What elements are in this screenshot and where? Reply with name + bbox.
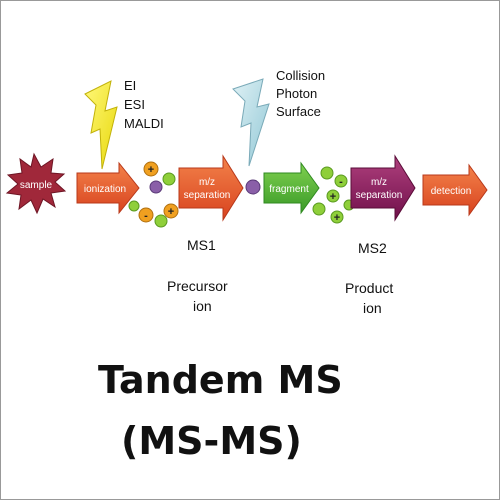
precursor-ion	[245, 179, 261, 195]
sample-label: sample	[20, 180, 53, 191]
fragmentation-lightning-icon	[232, 78, 270, 167]
precursor-caption-line2: ion	[193, 298, 212, 314]
ms2-arrow-label-line1: m/z	[371, 177, 387, 188]
ionization-method-esi: ESI	[124, 97, 145, 112]
ms1-caption: MS1	[187, 237, 216, 253]
product-caption-line2: ion	[363, 300, 382, 316]
ms1-arrow-label-line2: separation	[184, 190, 231, 201]
ms1-arrow-label-line1: m/z	[199, 177, 215, 188]
ionization-label: ionization	[84, 184, 126, 195]
ms1-separation-arrow: m/z separation	[178, 154, 244, 222]
sample-starburst: sample	[5, 152, 67, 215]
ms2-arrow-label-line2: separation	[356, 190, 403, 201]
ionization-method-ei: EI	[124, 78, 136, 93]
page-subtitle: (MS-MS)	[121, 419, 302, 463]
precursor-caption-line1: Precursor	[167, 278, 228, 294]
tandem-ms-diagram: sample ionization EI ESI MALDI + - +	[5, 68, 488, 316]
ions-cluster-1: + - +	[128, 161, 179, 228]
detection-label: detection	[431, 186, 472, 197]
ion-sign: +	[334, 212, 340, 224]
ionization-arrow: ionization	[76, 161, 140, 215]
fragmentation-method-collision: Collision	[276, 68, 325, 83]
detection-arrow: detection	[422, 163, 488, 217]
fragment-arrow: fragment	[263, 161, 320, 215]
ionization-lightning-icon	[84, 80, 118, 170]
ion-sign: +	[168, 206, 174, 218]
ion-sign: +	[148, 164, 154, 176]
ion-sign: +	[330, 191, 336, 203]
page-title: Tandem MS	[98, 358, 343, 402]
ion-sign: -	[144, 210, 148, 222]
fragment-label: fragment	[269, 184, 309, 195]
ms2-caption: MS2	[358, 240, 387, 256]
ions-cluster-2: - + +	[312, 166, 355, 224]
fragmentation-method-surface: Surface	[276, 104, 321, 119]
ms2-separation-arrow: m/z separation	[350, 154, 416, 222]
ionization-method-maldi: MALDI	[124, 116, 164, 131]
ion-sign: -	[339, 176, 343, 188]
fragmentation-method-photon: Photon	[276, 86, 317, 101]
product-caption-line1: Product	[345, 280, 393, 296]
